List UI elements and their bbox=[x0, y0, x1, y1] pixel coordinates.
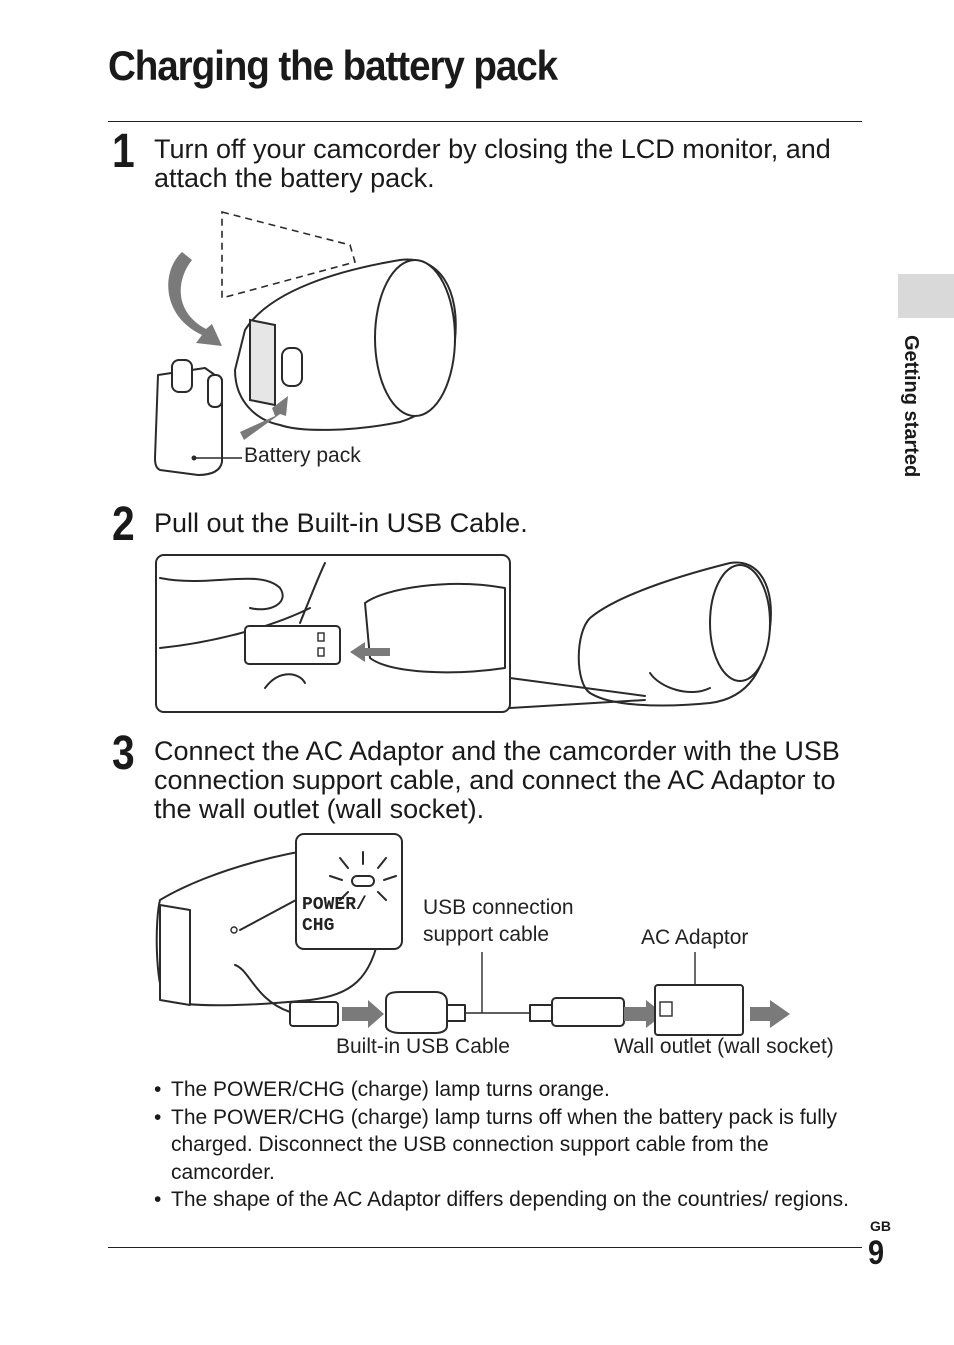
note-item: The POWER/CHG (charge) lamp turns off wh… bbox=[154, 1104, 866, 1187]
usb-support-cable-label-1: USB connection bbox=[423, 896, 574, 919]
usb-plug-contact-1 bbox=[317, 632, 325, 642]
usb-cable bbox=[299, 562, 326, 624]
pull-arrow-icon bbox=[350, 642, 390, 662]
camcorder-grip-detail bbox=[364, 583, 506, 674]
lamp-glow-icon bbox=[329, 851, 397, 901]
notes-list: The POWER/CHG (charge) lamp turns orange… bbox=[154, 1076, 866, 1214]
section-tab bbox=[898, 274, 954, 318]
lcd-monitor-open-outline bbox=[221, 210, 356, 300]
lamp-text-line-1: POWER/ bbox=[302, 895, 367, 915]
battery-pack bbox=[154, 367, 223, 476]
closing-arrow-icon bbox=[168, 252, 222, 346]
note-item: The POWER/CHG (charge) lamp turns orange… bbox=[154, 1076, 866, 1104]
insert-arrow-icon bbox=[240, 396, 288, 440]
camcorder-lens-2 bbox=[709, 564, 771, 682]
builtin-usb-cable-label: Built-in USB Cable bbox=[336, 1035, 510, 1058]
title-rule bbox=[108, 121, 862, 122]
support-cable-socket bbox=[385, 991, 448, 1034]
camcorder-button bbox=[281, 347, 303, 387]
note-item: The shape of the AC Adaptor differs depe… bbox=[154, 1186, 866, 1214]
figure-connect-ac-adaptor bbox=[155, 833, 790, 1036]
usb-support-cable-label-2: support cable bbox=[423, 923, 550, 946]
step-1-number: 1 bbox=[112, 125, 135, 178]
figure-pull-usb-cable bbox=[155, 554, 772, 713]
section-label: Getting started bbox=[890, 335, 926, 495]
battery-terminal bbox=[171, 359, 193, 393]
inset-pointer-top bbox=[509, 677, 646, 697]
ac-adaptor-body bbox=[654, 984, 744, 1036]
camcorder-lcd-closed bbox=[249, 318, 276, 407]
support-cable-usb-plug bbox=[551, 997, 625, 1027]
lamp-text: POWER/ CHG bbox=[302, 895, 367, 937]
lamp-indicator bbox=[351, 875, 375, 887]
step-2-number: 2 bbox=[112, 498, 135, 551]
figure-attach-battery bbox=[154, 210, 457, 476]
usb-plug bbox=[244, 625, 341, 665]
inset-pointer-bottom bbox=[509, 699, 646, 709]
usb-cable-strap bbox=[649, 672, 711, 693]
ac-adaptor-usb-port bbox=[659, 1001, 673, 1017]
ac-adaptor-label: AC Adaptor bbox=[641, 926, 749, 949]
hand-finger-1 bbox=[159, 577, 284, 611]
hand-finger-2 bbox=[159, 607, 311, 649]
camcorder-lcd-3 bbox=[159, 904, 191, 1006]
step-3-number: 3 bbox=[112, 727, 135, 780]
lamp-text-line-2: CHG bbox=[302, 916, 335, 936]
section-label-text: Getting started bbox=[900, 335, 922, 478]
lamp-callout-box bbox=[295, 833, 403, 950]
step-1-text: Turn off your camcorder by closing the L… bbox=[154, 134, 831, 193]
step-3-text: Connect the AC Adaptor and the camcorder… bbox=[154, 736, 840, 824]
footer-rule bbox=[108, 1247, 862, 1248]
wall-outlet-label: Wall outlet (wall socket) bbox=[614, 1035, 834, 1058]
usb-plug-contact-2 bbox=[317, 647, 325, 657]
support-cable-ferrule-2 bbox=[529, 1004, 553, 1022]
step-2-text: Pull out the Built-in USB Cable. bbox=[154, 508, 528, 538]
builtin-usb-plug bbox=[289, 1001, 339, 1027]
power-chg-lamp bbox=[230, 926, 238, 934]
battery-pack-label: Battery pack bbox=[244, 444, 361, 467]
hand-finger-3 bbox=[264, 673, 306, 689]
lamp-callout-pointer bbox=[239, 899, 297, 931]
support-cable-ferrule-1 bbox=[446, 1004, 466, 1022]
wall-arrow-icon bbox=[750, 1000, 790, 1028]
region-code: GB bbox=[870, 1218, 891, 1234]
connect-arrow-1-icon bbox=[342, 1000, 384, 1028]
builtin-cable bbox=[234, 964, 291, 1013]
page-number: 9 bbox=[868, 1234, 885, 1272]
battery-latch bbox=[207, 374, 223, 408]
page-title: Charging the battery pack bbox=[108, 42, 558, 89]
camcorder-lens bbox=[374, 259, 456, 417]
